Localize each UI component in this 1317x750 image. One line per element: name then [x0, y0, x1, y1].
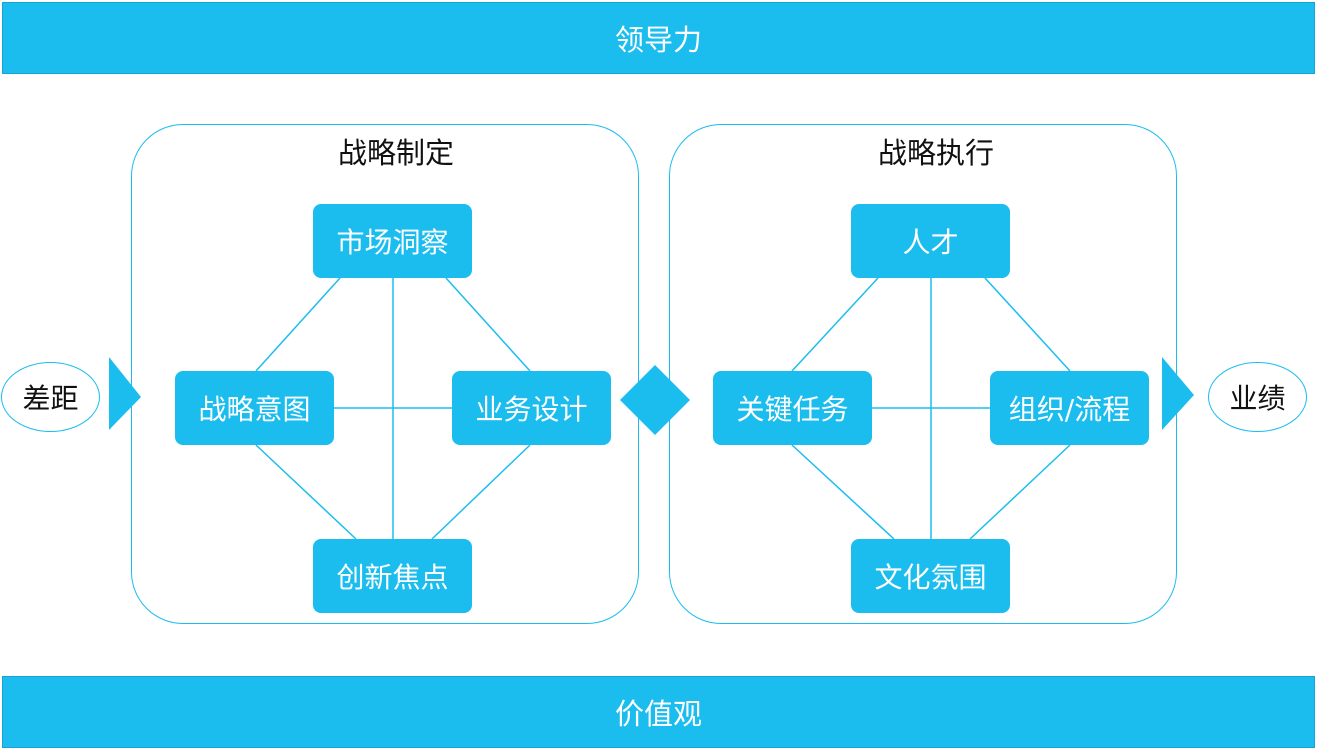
- strategy-execution-title: 战略执行: [877, 136, 994, 170]
- line-l-top-left: [255, 277, 341, 372]
- leadership-band: 领导力: [2, 2, 1315, 74]
- values-label: 价值观: [614, 697, 702, 731]
- output-arrow: [1162, 357, 1194, 430]
- node-business-design: 业务设计: [452, 371, 611, 445]
- line-r-top-right: [984, 277, 1071, 372]
- performance-oval: 业绩: [1208, 362, 1307, 432]
- line-r-right-bottom: [969, 444, 1071, 540]
- values-band: 价值观: [2, 676, 1315, 748]
- gap-label: 差距: [22, 382, 79, 415]
- line-l-right-bottom: [431, 444, 531, 540]
- node-key-tasks: 关键任务: [713, 371, 872, 445]
- gap-oval: 差距: [1, 362, 100, 432]
- node-talent: 人才: [851, 204, 1010, 278]
- strategy-execution-panel: [669, 124, 1177, 624]
- line-r-top-left: [791, 277, 879, 372]
- node-organization-process: 组织/流程: [990, 371, 1149, 445]
- input-arrow: [109, 357, 141, 430]
- node-strategic-intent: 战略意图: [175, 371, 334, 445]
- leadership-label: 领导力: [614, 23, 702, 57]
- performance-label: 业绩: [1229, 382, 1286, 415]
- node-market-insight: 市场洞察: [313, 204, 472, 278]
- center-connector-diamond: [620, 365, 690, 435]
- line-r-left-bottom: [791, 444, 895, 540]
- node-culture-climate: 文化氛围: [851, 539, 1010, 613]
- strategy-formulation-panel: [131, 124, 639, 624]
- strategy-formulation-title: 战略制定: [337, 136, 454, 170]
- node-innovation-focus: 创新焦点: [313, 539, 472, 613]
- line-l-left-bottom: [255, 444, 357, 540]
- line-l-top-right: [445, 277, 531, 372]
